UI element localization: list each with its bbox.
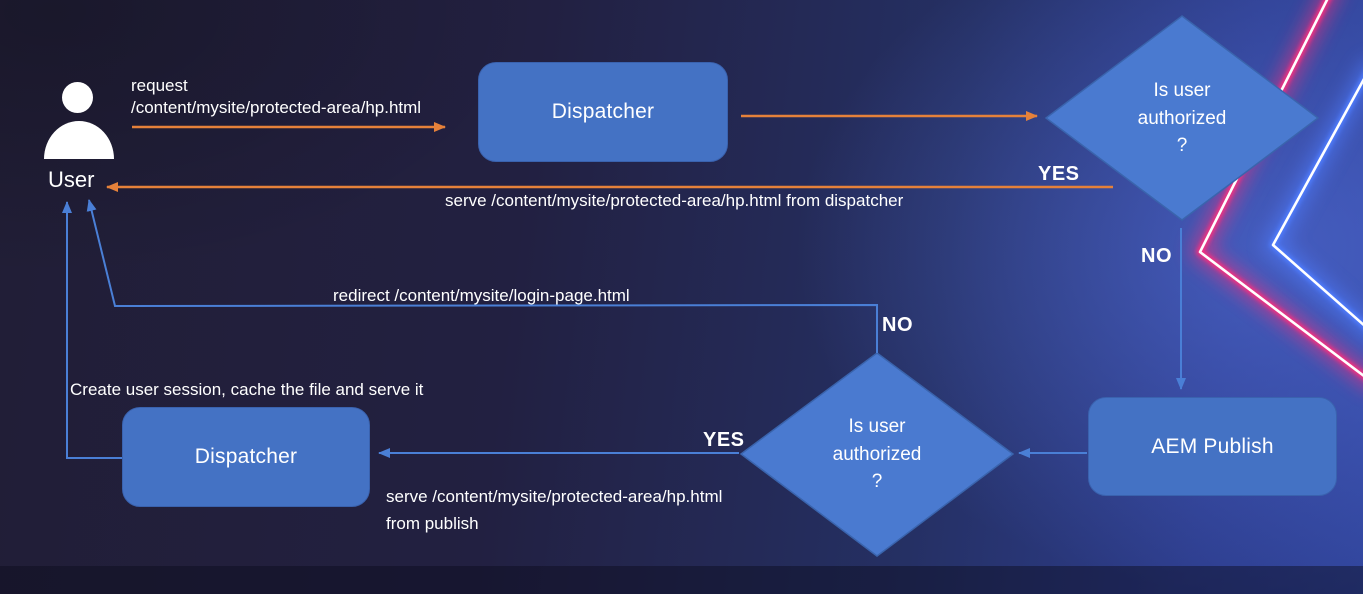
dispatcher-bottom-label: Dispatcher: [194, 445, 298, 468]
decision-bottom-diamond: [739, 352, 1015, 557]
yes-label-top: YES: [1038, 163, 1080, 185]
create-session-label: Create user session, cache the file and …: [70, 380, 424, 399]
user-icon: [62, 82, 93, 113]
decision-top-label: Is user authorized ?: [1137, 80, 1227, 157]
request-label: request /content/mysite/protected-area/h…: [131, 76, 422, 118]
no-label-bottom: NO: [882, 314, 913, 336]
dispatcher-top-box: Dispatcher: [478, 62, 728, 162]
neon-pink-chevron: [1191, 0, 1363, 387]
dispatcher-bottom-box: Dispatcher: [122, 407, 370, 507]
dispatcher-top-label: Dispatcher: [551, 100, 655, 123]
bottom-shadow-band: [0, 566, 1363, 594]
serve-dispatcher-label: serve /content/mysite/protected-area/hp.…: [445, 191, 904, 210]
edge-dispatcher-to-user-arrow: [62, 201, 122, 459]
edge-redirect-to-user-arrow: [86, 199, 878, 353]
aem-publish-box: AEM Publish: [1088, 397, 1337, 496]
serve-publish-label: serve /content/mysite/protected-area/hp.…: [386, 487, 723, 533]
user-label: User: [48, 167, 95, 192]
neon-blue-chevron: [1264, 62, 1363, 337]
decision-top-diamond: [1044, 15, 1320, 221]
aem-publish-label: AEM Publish: [1151, 434, 1274, 458]
yes-label-bottom: YES: [703, 429, 745, 451]
redirect-label: redirect /content/mysite/login-page.html: [333, 286, 630, 305]
no-label-top: NO: [1141, 245, 1172, 267]
decision-bottom-label: Is user authorized ?: [832, 416, 922, 493]
